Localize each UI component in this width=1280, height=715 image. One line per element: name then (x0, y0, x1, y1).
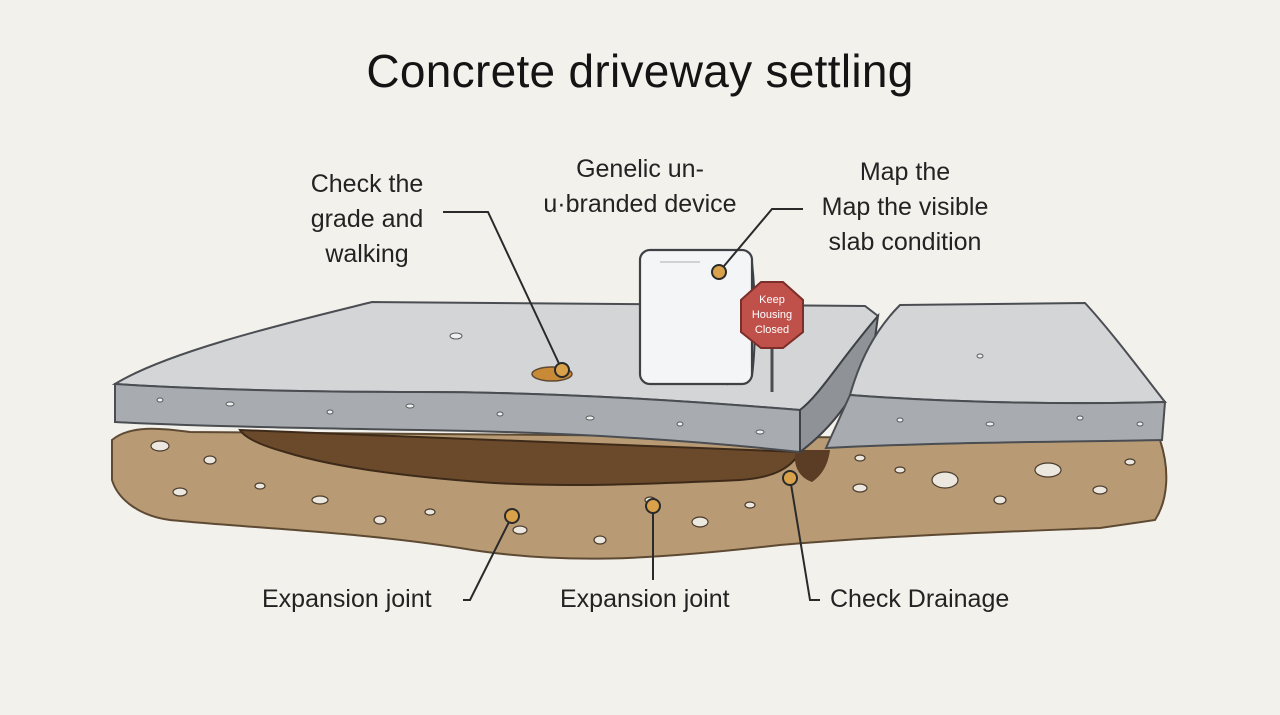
callout-device-line-2: u·branded device (543, 190, 737, 218)
right-slab-top (848, 301, 1168, 405)
callout-device-line-1: Genelic un- (576, 155, 704, 183)
callout-map-line-2: Map the visible (821, 193, 989, 221)
marker-device (711, 264, 727, 280)
callout-markers (504, 264, 798, 524)
marker-expansion-left (504, 508, 520, 524)
marker-grade (554, 362, 570, 378)
marker-drainage (782, 470, 798, 486)
joint-void (794, 450, 830, 482)
page-title: Concrete driveway settling (366, 45, 914, 97)
settlement-void (238, 428, 802, 487)
sign-line-1: Keep (759, 294, 785, 306)
callout-grade-line-2: grade and (310, 205, 424, 233)
right-slab-edge (824, 393, 1167, 450)
callout-leaders (443, 208, 820, 601)
leader-expansion-left (463, 515, 513, 601)
leader-drainage (789, 477, 820, 601)
callout-expansion-left: Expansion joint (262, 585, 432, 613)
callout-grade-line-1: Check the (310, 170, 424, 198)
marker-expansion-center (645, 498, 661, 514)
leader-grade (443, 211, 563, 371)
sign-line-3: Closed (755, 324, 789, 336)
device-housing (638, 248, 756, 386)
callout-expansion-center: Expansion joint (560, 585, 730, 613)
callout-device: Genelic un- u·branded device (525, 152, 755, 222)
callout-drainage: Check Drainage (830, 585, 1010, 613)
soil-pebbles (150, 440, 1136, 545)
concrete-aggregate (156, 332, 1144, 435)
callout-map-line-3: slab condition (828, 228, 982, 256)
callout-map-line-1: Map the (859, 158, 951, 186)
sign-line-2: Housing (752, 309, 792, 321)
callout-grade: Check the grade and walking (292, 167, 442, 272)
callout-grade-line-3: walking (325, 240, 409, 268)
leader-device (718, 208, 803, 273)
callout-map: Map the Map the visible slab condition (800, 155, 1010, 260)
keep-closed-sign: Keep Housing Closed (740, 281, 804, 392)
